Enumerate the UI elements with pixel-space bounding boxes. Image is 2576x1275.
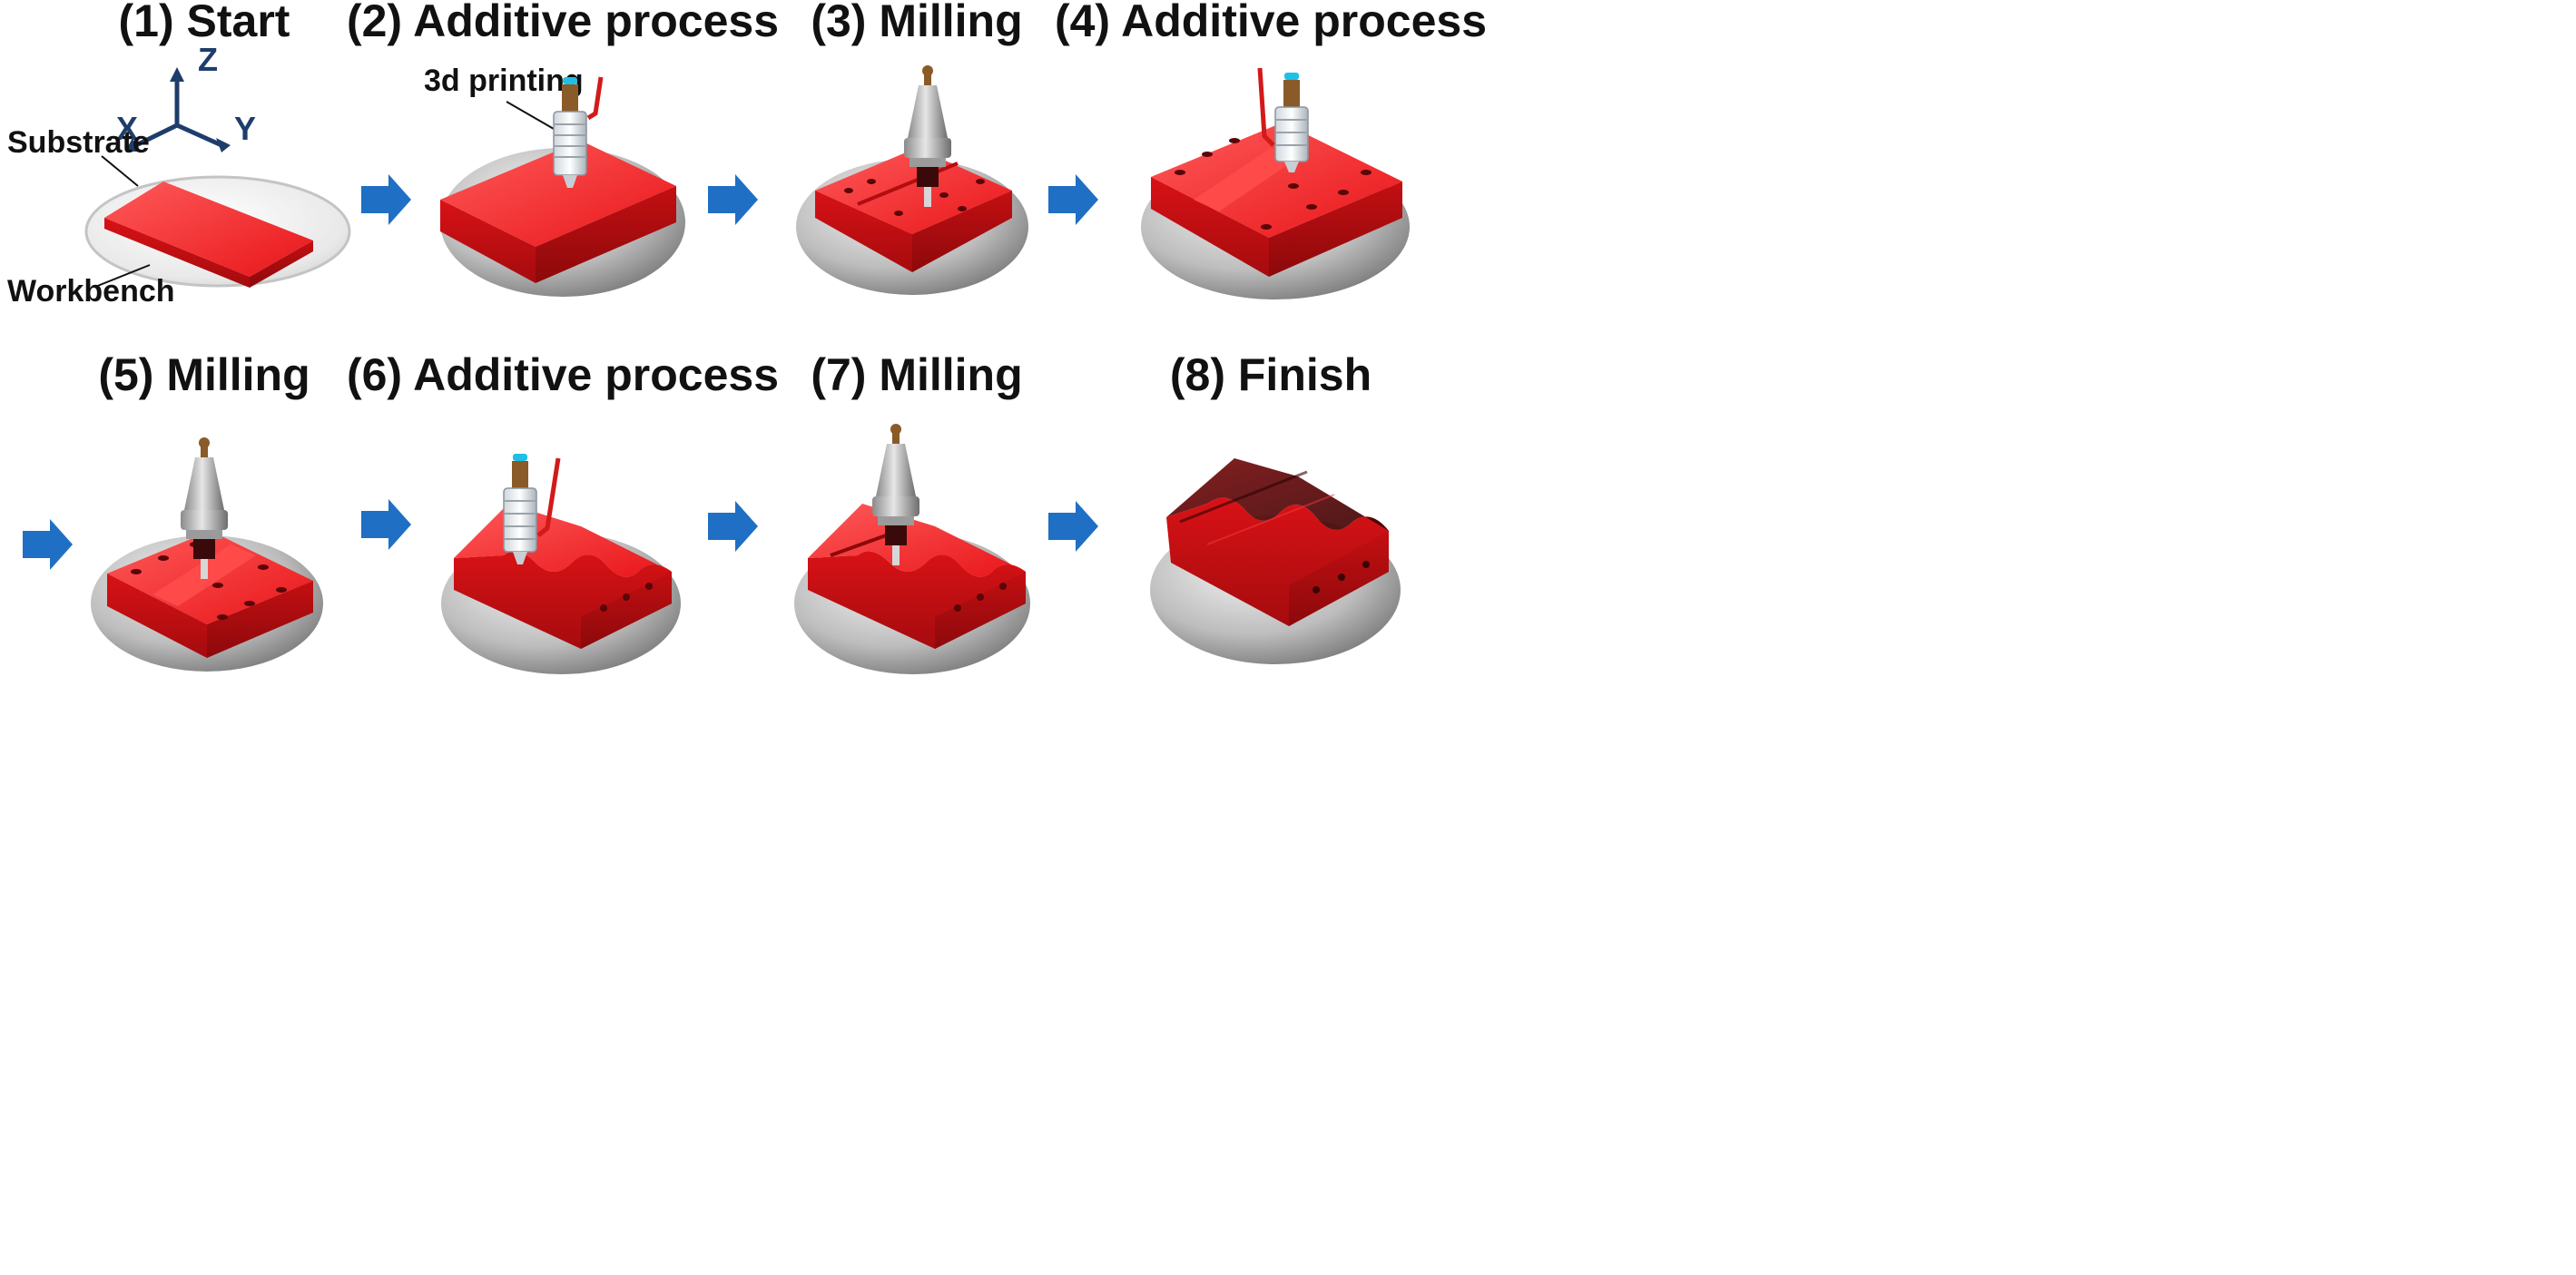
workbench-label: Workbench — [7, 274, 175, 309]
step-3-illustration — [796, 65, 1028, 295]
step-title-6: (6) Additive process — [347, 349, 779, 400]
flow-arrow-icon — [1048, 501, 1098, 552]
axis-y-label: Y — [234, 110, 256, 147]
flow-arrow-icon — [23, 519, 73, 570]
printer-label: 3d printing — [424, 64, 584, 98]
step-4-illustration — [1141, 68, 1410, 299]
step-6-illustration — [441, 454, 681, 674]
substrate-leader — [102, 156, 138, 186]
step-title-2: (2) Additive process — [347, 0, 779, 46]
step-title-1: (1) Start — [119, 0, 290, 46]
step-title-3: (3) Milling — [811, 0, 1022, 46]
flow-arrow-icon — [708, 501, 758, 552]
flow-arrow-icon — [361, 174, 411, 225]
substrate-label: Substrate — [7, 125, 150, 160]
step-8-illustration — [1150, 458, 1401, 664]
flow-arrow-icon — [708, 174, 758, 225]
step-2-illustration: 3d printing — [424, 64, 685, 297]
flow-arrow-icon — [361, 499, 411, 550]
step-title-8: (8) Finish — [1170, 349, 1372, 400]
step-1-illustration: Z X Y Substrate Workbench — [7, 41, 349, 309]
step-title-4: (4) Additive process — [1055, 0, 1487, 46]
step-5-illustration — [91, 437, 323, 672]
step-title-7: (7) Milling — [811, 349, 1022, 400]
flow-arrow-icon — [1048, 174, 1098, 225]
step-title-5: (5) Milling — [98, 349, 310, 400]
step-7-illustration — [794, 424, 1030, 674]
axis-z-label: Z — [198, 41, 218, 78]
printer-leader — [506, 102, 554, 129]
